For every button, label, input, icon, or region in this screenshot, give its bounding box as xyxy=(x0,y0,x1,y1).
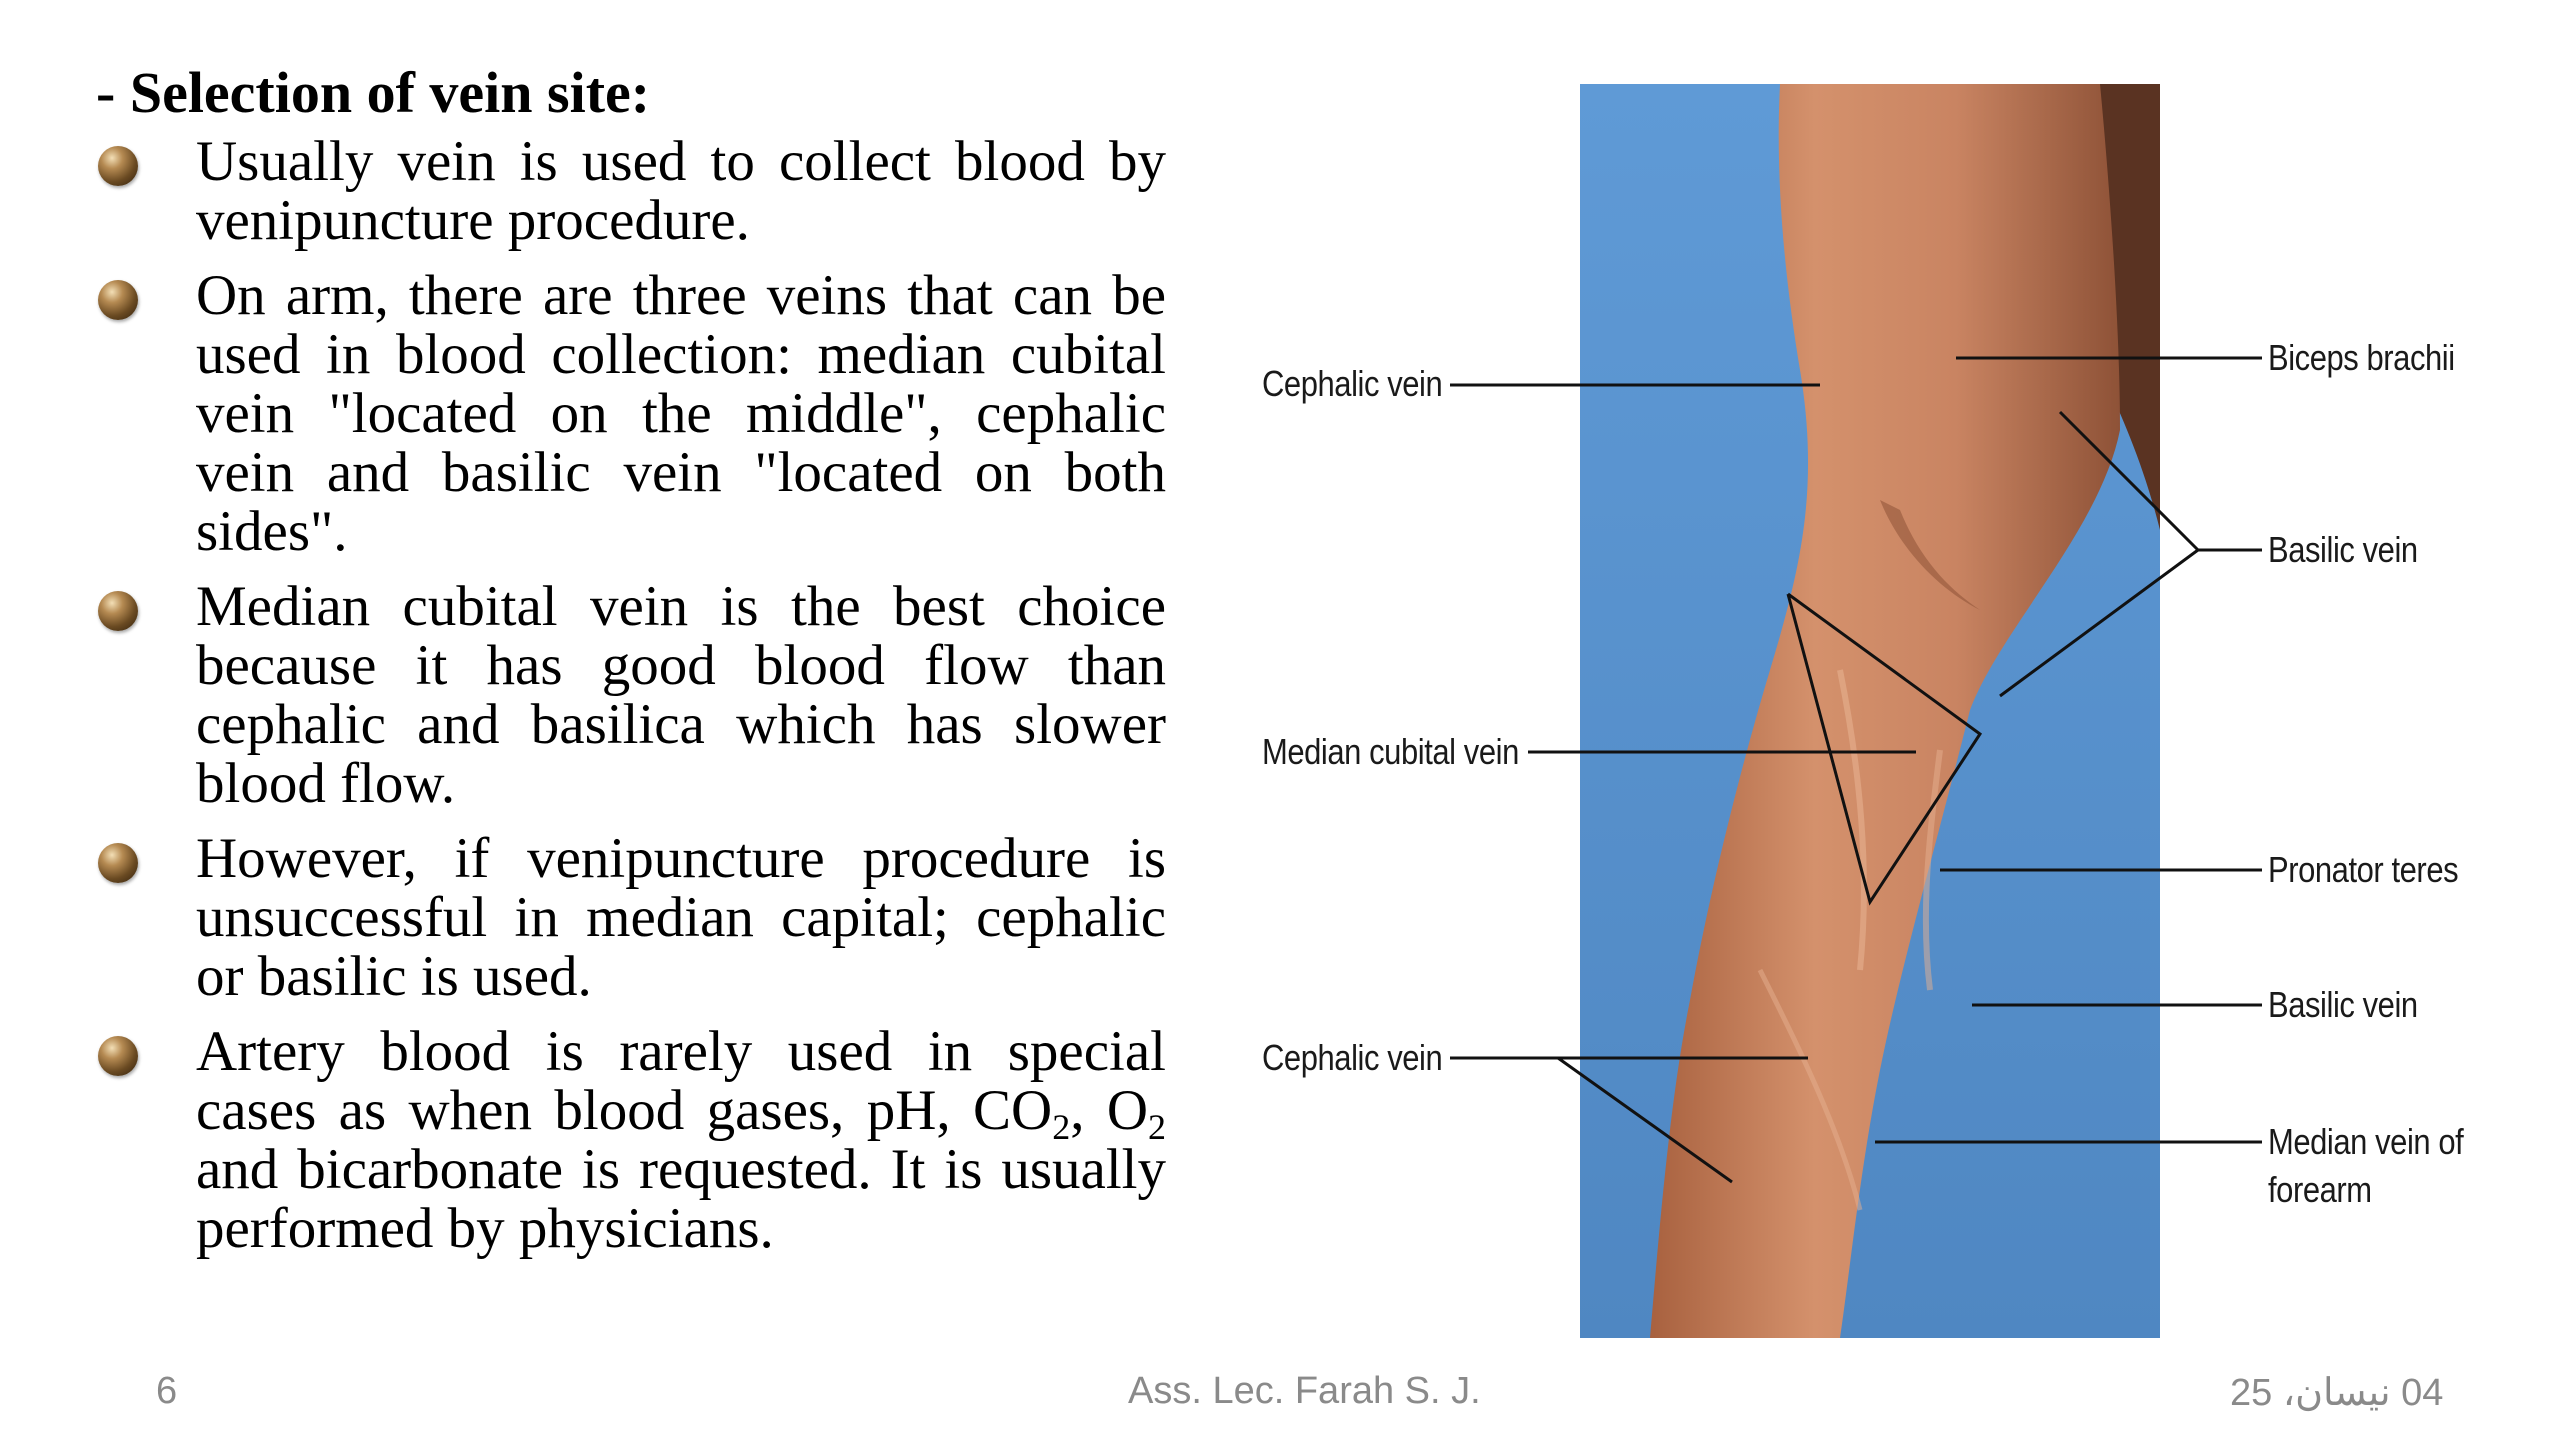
page-number: 6 xyxy=(156,1370,178,1412)
leader-lines xyxy=(1450,356,2262,1184)
bullet-text: Usually vein is used to collect blood by… xyxy=(196,130,1166,252)
label-basilic-vein-lower: Basilic vein xyxy=(2268,984,2418,1025)
bullet-icon xyxy=(98,146,138,186)
vein-line xyxy=(1837,669,1867,971)
bullet-item: Artery blood is rarely used in special c… xyxy=(96,1022,1166,1258)
bullet-text-part: and bicarbonate is requested. It is usua… xyxy=(196,1138,1166,1260)
label-basilic-vein-upper: Basilic vein xyxy=(2268,529,2418,570)
bullet-text: However, if venipuncture procedure is un… xyxy=(196,827,1166,1008)
co2-subscript: 2 xyxy=(1052,1107,1071,1147)
bullet-text-part: Artery blood is rarely used in special c… xyxy=(196,1020,1166,1142)
footer-date: 04 نيسان، 25 xyxy=(2230,1372,2444,1414)
label-cephalic-vein-upper: Cephalic vein xyxy=(1262,363,1443,404)
bullet-item: Median cubital vein is the best choice b… xyxy=(96,577,1166,813)
bullet-text: On arm, there are three veins that can b… xyxy=(196,264,1166,563)
label-median-vein-of-forearm-line1: Median vein of xyxy=(2268,1121,2464,1162)
bullet-item: On arm, there are three veins that can b… xyxy=(96,266,1166,561)
arm-illustration xyxy=(1450,84,2262,1338)
bullet-item: Usually vein is used to collect blood by… xyxy=(96,132,1166,250)
label-biceps-brachii: Biceps brachii xyxy=(2268,337,2455,378)
bullet-text-comma: , xyxy=(1070,1079,1085,1142)
leader-line xyxy=(1557,1056,1733,1184)
footer-author: Ass. Lec. Farah S. J. xyxy=(1128,1370,1481,1412)
bullet-icon xyxy=(98,1036,138,1076)
slide-heading: - Selection of vein site: xyxy=(96,60,651,125)
bullet-text: Median cubital vein is the best choice b… xyxy=(196,575,1166,815)
bullet-icon xyxy=(98,280,138,320)
label-median-vein-of-forearm-line2: forearm xyxy=(2268,1169,2372,1210)
bullet-text: Artery blood is rarely used in special c… xyxy=(196,1022,1166,1258)
label-median-cubital-vein: Median cubital vein xyxy=(1262,731,1519,772)
arm-vein-figure: Cephalic vein Median cubital vein Cephal… xyxy=(1240,70,2480,1350)
arm-shape xyxy=(1650,84,2120,1338)
bullet-icon xyxy=(98,843,138,883)
label-pronator-teres: Pronator teres xyxy=(2268,849,2459,890)
leader-line xyxy=(2058,410,2200,552)
vein-line xyxy=(1757,968,1863,1211)
o2-base: O xyxy=(1106,1079,1148,1142)
bullet-icon xyxy=(98,591,138,631)
vein-line xyxy=(1922,749,1943,991)
o2-subscript: 2 xyxy=(1148,1107,1166,1147)
bullet-item: However, if venipuncture procedure is un… xyxy=(96,829,1166,1006)
leader-line xyxy=(1999,548,2199,698)
elbow-crease xyxy=(1880,500,1980,610)
bullet-list: Usually vein is used to collect blood by… xyxy=(96,132,1166,1274)
median-cubital-triangle xyxy=(1786,592,1983,906)
label-cephalic-vein-lower: Cephalic vein xyxy=(1262,1037,1443,1078)
